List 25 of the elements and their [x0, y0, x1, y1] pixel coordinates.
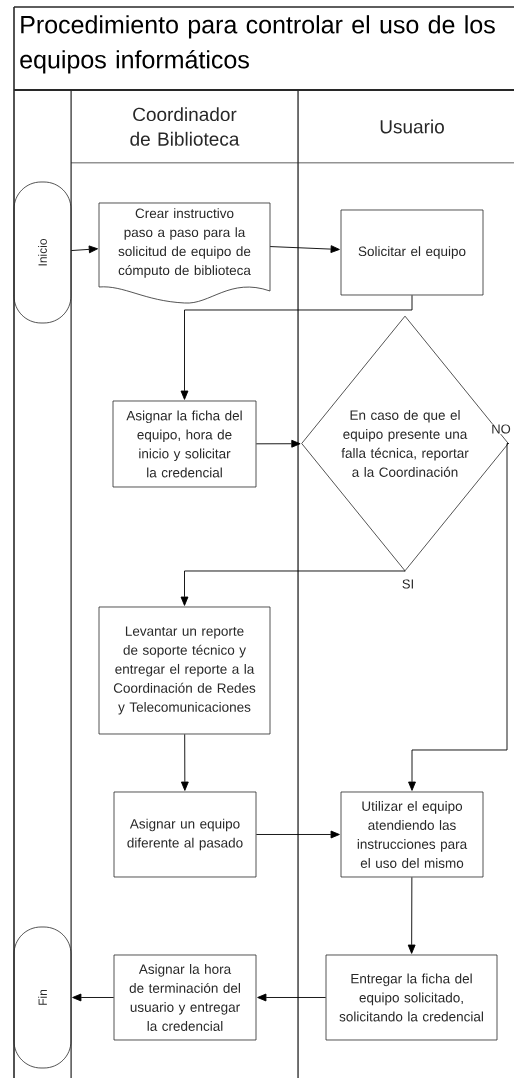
arrow	[180, 570, 406, 606]
arrow	[257, 993, 327, 1002]
arrow	[408, 443, 510, 791]
process-box: Utilizar el equipo atendiendo las instrucciones para el uso del mismo	[340, 791, 484, 878]
arrow	[407, 876, 416, 954]
title: Procedimiento para controlar el uso de los equipos informáticos	[20, 15, 495, 74]
arrow	[70, 245, 99, 254]
start-terminal: Inicio	[13, 181, 72, 324]
process-box: Asignar la ficha del equipo, hora de inicio y solicitar la credencial	[112, 400, 257, 488]
arrow	[180, 733, 189, 791]
process-box: Asignar la hora de terminación del usuario y entregar la credencial	[113, 954, 257, 1041]
process-box: Levantar un reporte de soporte técnico y entregar el reporte a la Coordinación de Redes y Telecomunicaciones	[98, 606, 271, 735]
lane-header: Coordinador de Biblioteca	[130, 107, 240, 146]
lane-header: Usuario	[380, 119, 444, 134]
arrow	[255, 439, 301, 448]
process-box: Solicitar el equipo	[340, 209, 484, 296]
process-box: Asignar un equipo diferente al pasado	[113, 791, 257, 878]
edge-label: SI	[401, 578, 415, 590]
end-terminal: Fin	[13, 926, 72, 1069]
arrow	[269, 245, 340, 253]
process-box: Entregar la ficha del equipo solicitado, solicitando la credencial	[325, 954, 498, 1041]
arrow	[180, 294, 413, 400]
edge-label: NO	[490, 423, 512, 435]
arrow	[72, 993, 115, 1002]
arrow	[255, 830, 340, 839]
